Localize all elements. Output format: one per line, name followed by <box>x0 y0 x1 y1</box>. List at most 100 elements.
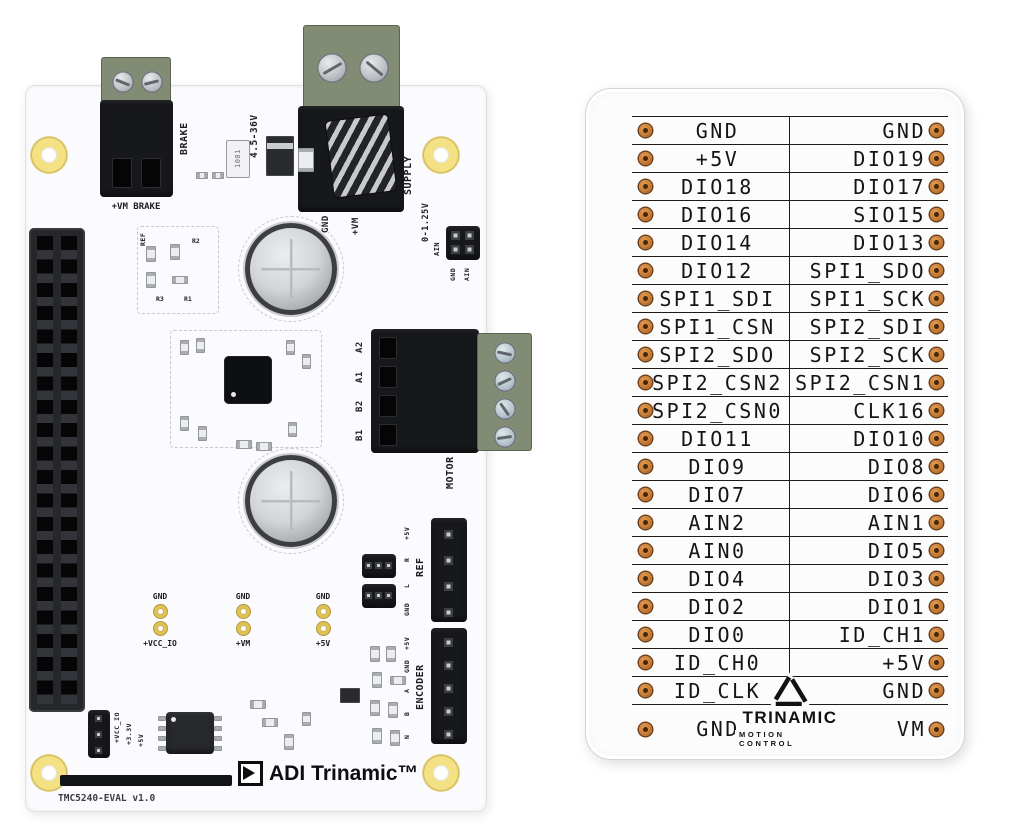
through-hole-pad <box>639 180 652 193</box>
through-hole-pad <box>639 656 652 669</box>
brake-terminal-body <box>100 100 173 197</box>
pinout-row: SPI2_SDO SPI2_SCK <box>632 341 948 369</box>
pin-label-right: GND <box>882 678 926 703</box>
capacitor-outline <box>238 216 344 322</box>
pin-label-right: DIO10 <box>853 426 926 451</box>
through-hole-pad <box>639 152 652 165</box>
smd-component <box>390 676 406 685</box>
vm-brake-label: +VM BRAKE <box>111 202 161 212</box>
socket-pin-column <box>37 236 53 704</box>
encoder-pin-label: +5V <box>403 636 411 650</box>
r3-label: R3 <box>156 295 164 303</box>
ic-pin <box>214 726 222 731</box>
smd-component <box>180 340 189 355</box>
pin-label-left: DIO14 <box>632 229 790 256</box>
smd-component <box>286 340 295 355</box>
testpoint-pad <box>316 605 330 618</box>
pinout-row: SPI2_CSN2 SPI2_CSN1 <box>632 369 948 397</box>
pin-label-left: SPI1_CSN <box>632 313 790 340</box>
driver-ic <box>224 356 272 404</box>
header-pin <box>444 707 453 716</box>
smd-component <box>302 354 311 369</box>
encoder-pin-label: N <box>403 734 411 740</box>
ic-pin <box>158 736 166 741</box>
pin-label-left: DIO9 <box>632 453 790 480</box>
pinout-row: DIO0 ID_CH1 <box>632 621 948 649</box>
smd-component <box>170 244 180 260</box>
screw-icon <box>112 71 134 93</box>
smd-component <box>288 422 297 437</box>
smd-component <box>196 172 208 179</box>
through-hole-pad <box>639 572 652 585</box>
pin-label-left: DIO4 <box>632 565 790 592</box>
pin-label-right: AIN1 <box>867 510 926 535</box>
pinout-row: GND GND <box>632 117 948 145</box>
through-hole-pad <box>930 516 943 529</box>
pinout-row: DIO9 DIO8 <box>632 453 948 481</box>
through-hole-pad <box>639 488 652 501</box>
motor-connector-body <box>371 329 479 453</box>
through-hole-pad <box>930 432 943 445</box>
power-select-header <box>88 710 110 758</box>
diode-band <box>267 143 293 149</box>
encoder-pin-label: GND <box>403 659 411 673</box>
header-pin <box>385 592 392 599</box>
pin-label-right: DIO17 <box>853 174 926 199</box>
smd-component <box>388 702 398 718</box>
trinamic-triangle-icon <box>770 672 810 706</box>
through-hole-pad <box>930 656 943 669</box>
terminal-clamp <box>325 114 397 198</box>
header-pin <box>444 582 453 591</box>
ref-pin-label: GND <box>403 602 411 616</box>
pin-label-left: DIO12 <box>632 257 790 284</box>
smd-component <box>172 276 188 284</box>
ain-range-label: 0-1.25V <box>421 202 431 242</box>
through-hole-pad <box>639 264 652 277</box>
pinout-row: +5V DIO19 <box>632 145 948 173</box>
pin-label-right: CLK16 <box>853 398 926 423</box>
smd-component <box>196 338 205 353</box>
pinout-row: SPI2_CSN0 CLK16 <box>632 397 948 425</box>
wire-opening <box>379 395 397 417</box>
pin-label-left: SPI1_SDI <box>632 285 790 312</box>
gpio-header-socket <box>29 228 85 712</box>
smd-component <box>146 272 156 288</box>
smd-component <box>212 172 224 179</box>
pin-label-left: +5V <box>632 145 790 172</box>
wire-opening <box>379 337 397 359</box>
r2-label: R2 <box>192 237 200 245</box>
testpoint-gnd-label: GND <box>152 592 168 601</box>
screw-icon <box>141 71 163 93</box>
motor-pin-a1-label: A1 <box>355 371 365 383</box>
pinout-row: AIN0 DIO5 <box>632 537 948 565</box>
wire-opening <box>141 158 161 188</box>
pin-label-right: SPI1_SDO <box>809 258 926 283</box>
supply-vm-label: +VM <box>351 217 361 235</box>
pin-label-right: SPI2_SDI <box>809 314 926 339</box>
pin-label-right: SPI1_SCK <box>809 286 926 311</box>
power-select-label: +5V <box>137 733 145 747</box>
pinout-row: DIO4 DIO3 <box>632 565 948 593</box>
testpoint-rail-label: +VCC_IO <box>143 639 177 648</box>
pinout-bottom-row: GND VM <box>632 706 948 752</box>
pin-label-left: GND <box>696 717 740 741</box>
supply-voltage-label: 4.5-36V <box>249 114 260 158</box>
ref-pin-label: +5V <box>403 526 411 540</box>
encoder-pin-label: B <box>403 711 411 717</box>
regulator-ic <box>166 712 214 754</box>
ic-pin <box>158 716 166 721</box>
motor-label: MOTOR <box>445 456 456 490</box>
through-hole-pad <box>639 376 652 389</box>
supply-terminal-screw-block <box>303 25 400 111</box>
through-hole-pad <box>930 376 943 389</box>
pinout-row: DIO11 DIO10 <box>632 425 948 453</box>
smd-component <box>298 148 314 172</box>
pinout-row: DIO16 SIO15 <box>632 201 948 229</box>
wire-opening <box>379 424 397 446</box>
motor-pin-a2-label: A2 <box>355 341 365 353</box>
header-pin <box>451 245 460 254</box>
ain-label: AIN <box>433 241 441 257</box>
pin-label-left: SPI2_SDO <box>632 341 790 368</box>
through-hole-pad <box>639 628 652 641</box>
ic-pin <box>158 726 166 731</box>
